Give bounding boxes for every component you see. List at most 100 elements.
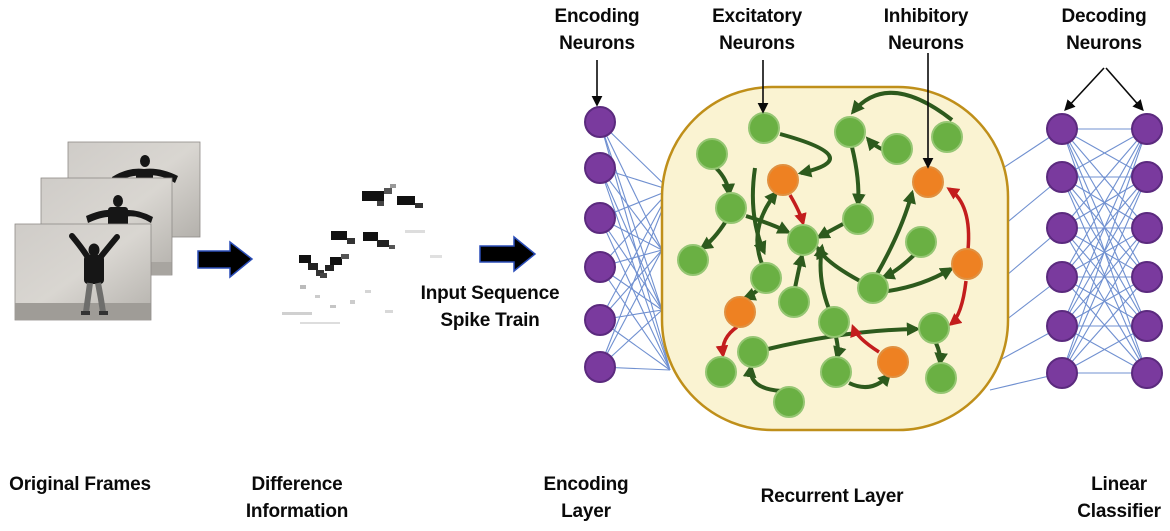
synapse-line bbox=[599, 121, 663, 311]
excitatory-neuron bbox=[696, 138, 728, 170]
synapse-line bbox=[1061, 176, 1148, 374]
synapse-line bbox=[599, 217, 671, 371]
encoding-neuron bbox=[584, 251, 616, 283]
decoding-neuron bbox=[1046, 357, 1078, 389]
inhibitory-neuron bbox=[877, 346, 909, 378]
synapse-line bbox=[599, 189, 671, 368]
encoding-neuron bbox=[584, 304, 616, 336]
synapse-line bbox=[1061, 325, 1148, 374]
synapse-line bbox=[599, 189, 671, 268]
excitatory-neurons-label: Excitatory Neurons bbox=[712, 6, 802, 54]
synapse-line bbox=[599, 217, 663, 311]
difference-information-label: Difference Information bbox=[245, 474, 349, 522]
excitatory-neuron bbox=[820, 356, 852, 388]
encoding-neuron bbox=[584, 106, 616, 138]
excitatory-neuron bbox=[773, 386, 805, 418]
inhibitory-connection bbox=[946, 187, 971, 251]
excitatory-connection bbox=[745, 214, 792, 234]
classifier-neuron bbox=[1131, 113, 1163, 145]
recurrent-layer-label: Recurrent Layer bbox=[760, 486, 904, 507]
excitatory-neuron bbox=[925, 362, 957, 394]
excitatory-connection bbox=[750, 167, 767, 256]
excitatory-neuron bbox=[787, 224, 819, 256]
decoding-neurons-label: Decoding Neurons bbox=[1061, 6, 1147, 54]
excitatory-connection bbox=[875, 189, 916, 275]
inhibitory-neuron bbox=[724, 296, 756, 328]
excitatory-neuron bbox=[705, 356, 737, 388]
difference-image bbox=[282, 184, 442, 324]
inhibitory-neuron bbox=[912, 166, 944, 198]
synapse-line bbox=[1061, 128, 1148, 229]
excitatory-neuron bbox=[748, 112, 780, 144]
excitatory-neuron bbox=[778, 286, 810, 318]
inhibitory-neurons-label: Inhibitory Neurons bbox=[883, 6, 969, 54]
linear-classifier-label: Linear Classifier bbox=[1077, 474, 1161, 522]
excitatory-neuron bbox=[881, 133, 913, 165]
synapse-line bbox=[599, 121, 663, 251]
encoding-layer-label: Encoding Layer bbox=[543, 474, 629, 522]
synapse-line bbox=[599, 121, 671, 191]
excitatory-connection bbox=[755, 190, 779, 265]
excitatory-connection bbox=[779, 132, 832, 178]
excitatory-neuron bbox=[737, 336, 769, 368]
label-callout-arrow bbox=[1064, 67, 1105, 112]
excitatory-connection bbox=[848, 372, 892, 390]
inhibitory-connection bbox=[715, 325, 739, 359]
excitatory-connection bbox=[813, 243, 831, 310]
classifier-neuron bbox=[1131, 357, 1163, 389]
encoding-neuron bbox=[584, 152, 616, 184]
excitatory-neuron bbox=[834, 116, 866, 148]
inhibitory-connection bbox=[850, 324, 880, 354]
synapse-line bbox=[599, 167, 663, 311]
decoding-neuron bbox=[1046, 161, 1078, 193]
synapse-line bbox=[1061, 227, 1148, 374]
excitatory-connection bbox=[850, 90, 954, 122]
synapse-line bbox=[599, 266, 671, 371]
video-frame-front bbox=[14, 223, 152, 321]
excitatory-neuron bbox=[750, 262, 782, 294]
excitatory-neuron bbox=[818, 306, 850, 338]
excitatory-neuron bbox=[931, 121, 963, 153]
label-callout-arrow bbox=[1105, 67, 1144, 112]
excitatory-neuron bbox=[857, 272, 889, 304]
decoding-neuron bbox=[1046, 113, 1078, 145]
flow-arrow-frames-to-difference bbox=[197, 240, 254, 279]
excitatory-connection bbox=[887, 267, 954, 293]
excitatory-connection bbox=[767, 322, 921, 351]
decoding-neuron bbox=[1046, 261, 1078, 293]
excitatory-connection bbox=[850, 146, 866, 208]
classifier-neuron bbox=[1131, 161, 1163, 193]
synapse-line bbox=[1061, 128, 1148, 278]
synapse-line bbox=[1061, 276, 1148, 374]
classifier-neuron bbox=[1131, 261, 1163, 293]
synapse-line bbox=[1061, 227, 1148, 327]
excitatory-connection bbox=[833, 336, 847, 361]
excitatory-connection bbox=[742, 363, 783, 393]
inhibitory-neuron bbox=[951, 248, 983, 280]
original-frames-label: Original Frames bbox=[9, 474, 151, 495]
encoding-neurons-label: Encoding Neurons bbox=[554, 6, 640, 54]
original-frames-image bbox=[14, 141, 201, 321]
excitatory-neuron bbox=[842, 203, 874, 235]
flow-arrow-difference-to-network bbox=[479, 235, 537, 273]
excitatory-neuron bbox=[715, 192, 747, 224]
encoding-neuron bbox=[584, 351, 616, 383]
classifier-neuron bbox=[1131, 310, 1163, 342]
inhibitory-neuron bbox=[767, 164, 799, 196]
synapse-line bbox=[599, 189, 671, 321]
classifier-neuron bbox=[1131, 212, 1163, 244]
excitatory-connection bbox=[880, 253, 916, 280]
excitatory-connection bbox=[816, 222, 844, 239]
excitatory-connection bbox=[934, 342, 948, 367]
input-spike-train-label: Input Sequence Spike Train bbox=[420, 283, 560, 331]
excitatory-connection bbox=[714, 166, 736, 198]
excitatory-connection bbox=[699, 219, 728, 250]
encoding-neuron bbox=[584, 202, 616, 234]
synapse-line bbox=[1061, 128, 1148, 178]
decoding-neuron bbox=[1046, 310, 1078, 342]
excitatory-connection bbox=[792, 252, 807, 289]
excitatory-neuron bbox=[905, 226, 937, 258]
network-graph bbox=[584, 53, 1163, 432]
inhibitory-connection bbox=[948, 280, 968, 326]
